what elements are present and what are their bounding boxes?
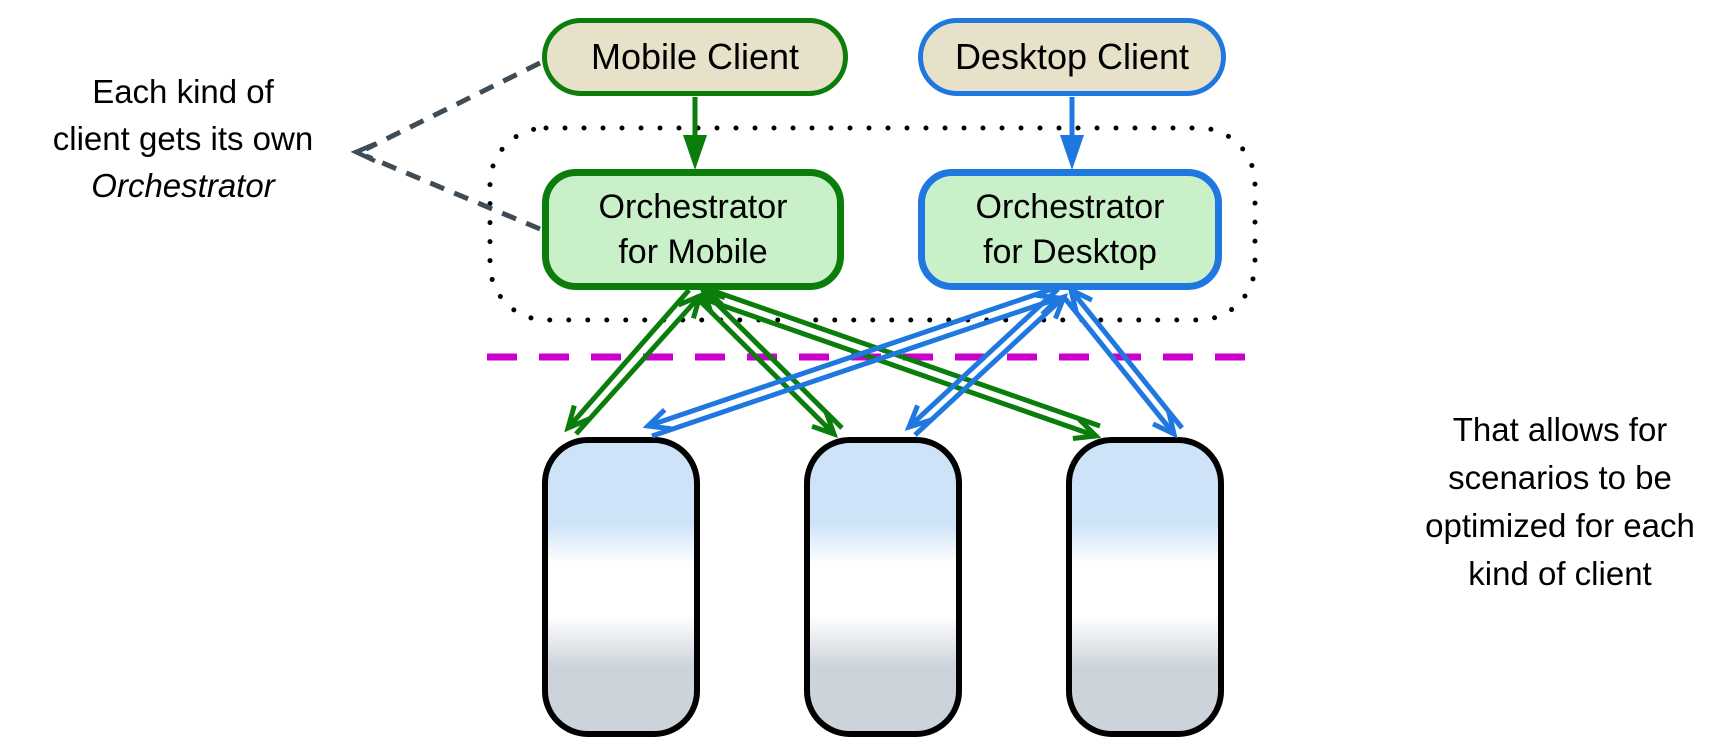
mobile-client-to-orchestrator-arrow bbox=[683, 97, 707, 170]
mobile-client-node: Mobile Client bbox=[542, 18, 848, 96]
left-annotation-orchestrator-word: Orchestrator bbox=[91, 167, 275, 204]
orchestrator-for-desktop-node: Orchestrator for Desktop bbox=[918, 169, 1222, 290]
orchestrator-desktop-label-line2: for Desktop bbox=[983, 232, 1157, 271]
scenario-box bbox=[804, 437, 962, 737]
left-note-leader-lines bbox=[350, 60, 542, 232]
mobile-orchestrator-scenario-arrows bbox=[568, 288, 1100, 436]
right-annotation-line: kind of client bbox=[1468, 555, 1652, 592]
desktop-client-label: Desktop Client bbox=[954, 36, 1190, 77]
left-annotation-line: client gets its own bbox=[52, 120, 314, 157]
desktop-client-node: Desktop Client bbox=[918, 18, 1226, 96]
orchestrator-mobile-label-line1: Orchestrator bbox=[598, 187, 788, 226]
right-annotation-line: scenarios to be bbox=[1448, 459, 1672, 496]
scenario-box bbox=[1066, 437, 1224, 737]
left-annotation-line: Each kind of bbox=[92, 73, 274, 110]
desktop-orchestrator-scenario-arrows bbox=[648, 288, 1184, 436]
orchestrator-for-mobile-node: Orchestrator for Mobile bbox=[542, 169, 844, 290]
orchestrator-desktop-label-line1: Orchestrator bbox=[975, 187, 1165, 226]
orchestrator-mobile-label-line2: for Mobile bbox=[618, 232, 768, 271]
left-annotation: Each kind of client gets its own Orchest… bbox=[18, 68, 348, 209]
mobile-client-label: Mobile Client bbox=[590, 36, 800, 77]
right-annotation: That allows for scenarios to be optimize… bbox=[1392, 406, 1728, 598]
scenario-box bbox=[542, 437, 700, 737]
right-annotation-line: optimized for each bbox=[1425, 507, 1695, 544]
right-annotation-line: That allows for bbox=[1452, 411, 1668, 448]
desktop-client-to-orchestrator-arrow bbox=[1060, 97, 1084, 170]
left-note-arrowhead-icon bbox=[350, 141, 376, 164]
